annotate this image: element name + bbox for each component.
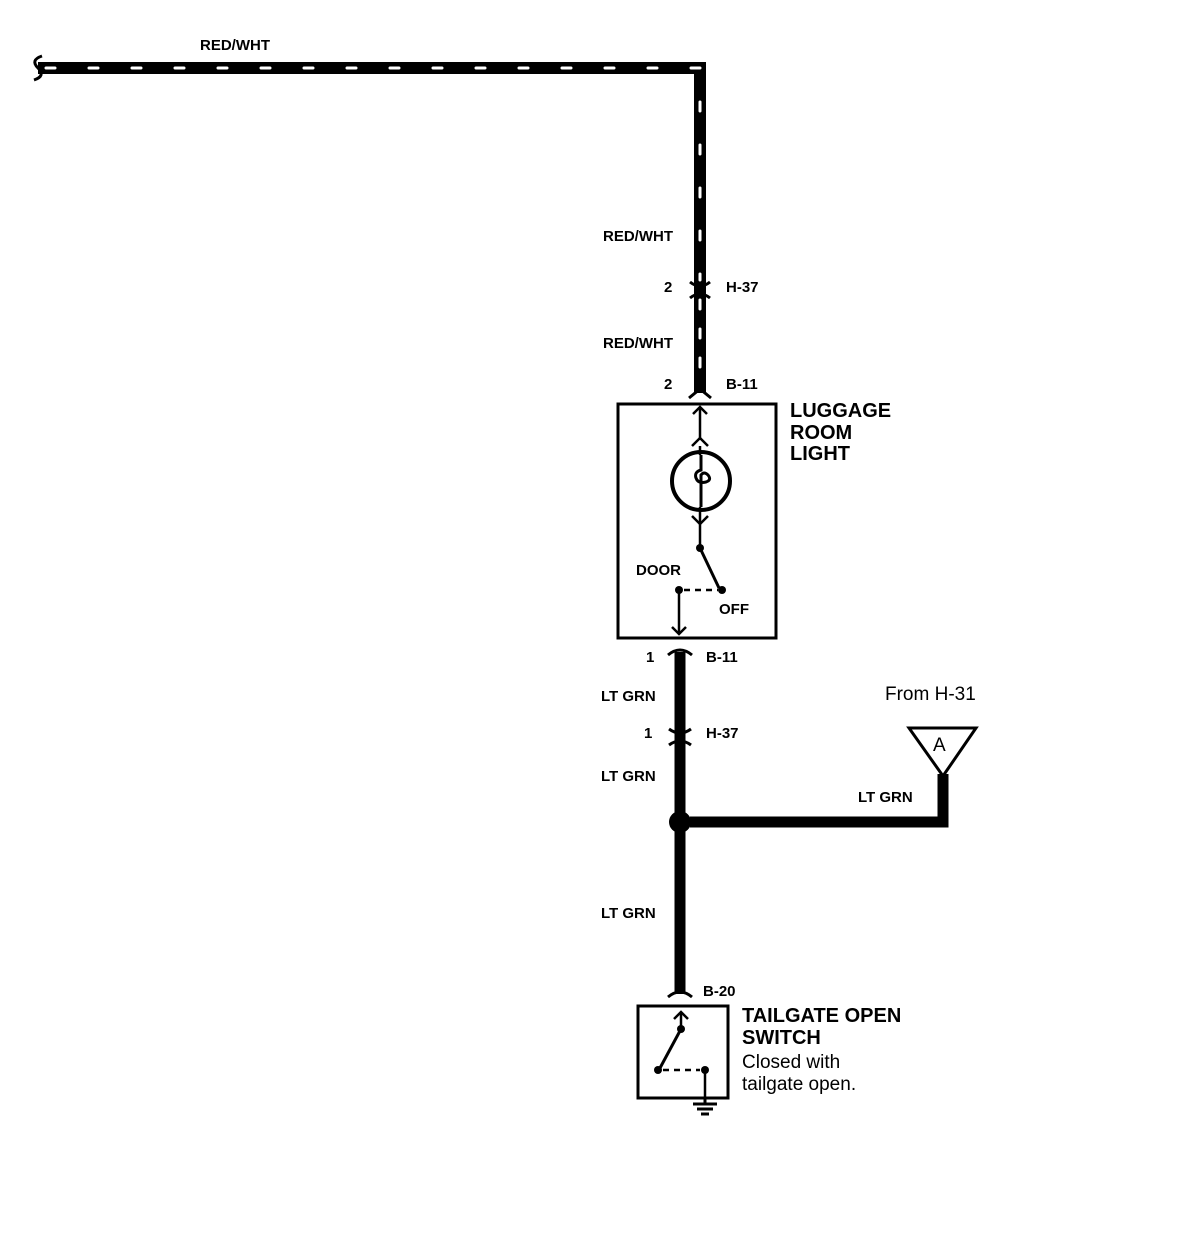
b20-name: B-20 xyxy=(703,983,736,1000)
splice-point xyxy=(669,811,691,833)
lt-grn-wire-branch xyxy=(690,774,949,828)
wire-label-top: RED/WHT xyxy=(200,37,270,54)
connector-h37-lower xyxy=(668,727,692,747)
wire-label-ltgrn-branch: LT GRN xyxy=(858,789,913,806)
connector-h37-upper xyxy=(689,280,711,300)
bulb-icon xyxy=(670,450,732,512)
connector-b11-upper xyxy=(688,387,712,400)
h37-lower-pin: 1 xyxy=(644,725,652,742)
luggage-light-title-3: LIGHT xyxy=(790,443,850,465)
tailgate-note-2: tailgate open. xyxy=(742,1074,856,1095)
b11-lower-name: B-11 xyxy=(706,649,738,666)
wire-label-mid: RED/WHT xyxy=(603,335,673,352)
b11-lower-pin: 1 xyxy=(646,649,654,666)
luggage-light-switch xyxy=(671,507,726,636)
red-wht-wire xyxy=(38,62,706,393)
offpage-letter: A xyxy=(933,735,946,756)
b11-upper-pin: 2 xyxy=(664,376,672,393)
tailgate-switch-internal xyxy=(654,1010,709,1100)
tailgate-title-1: TAILGATE OPEN xyxy=(742,1005,901,1027)
h37-upper-name: H-37 xyxy=(726,279,759,296)
switch-off-label: OFF xyxy=(719,601,749,618)
tailgate-title-2: SWITCH xyxy=(742,1027,821,1049)
offpage-from-label: From H-31 xyxy=(885,684,976,705)
wire-label-upper: RED/WHT xyxy=(603,228,673,245)
wire-end-symbol xyxy=(33,54,43,82)
wire-label-ltgrn-3: LT GRN xyxy=(601,905,656,922)
tailgate-note-1: Closed with xyxy=(742,1052,840,1073)
tailgate-switch-box xyxy=(636,1004,730,1100)
h37-upper-pin: 2 xyxy=(664,279,672,296)
connector-b11-lower xyxy=(667,648,693,657)
connector-b20 xyxy=(667,990,693,999)
b11-upper-name: B-11 xyxy=(726,376,758,393)
luggage-light-title-2: ROOM xyxy=(790,422,852,444)
offpage-connector-triangle xyxy=(906,726,979,779)
wire-label-ltgrn-1: LT GRN xyxy=(601,688,656,705)
switch-door-label: DOOR xyxy=(636,562,681,579)
luggage-room-light-box xyxy=(616,402,778,640)
luggage-light-title-1: LUGGAGE xyxy=(790,400,891,422)
ground-icon xyxy=(693,1098,717,1116)
wire-label-ltgrn-2: LT GRN xyxy=(601,768,656,785)
h37-lower-name: H-37 xyxy=(706,725,739,742)
luggage-light-internal-wiring xyxy=(691,405,709,455)
